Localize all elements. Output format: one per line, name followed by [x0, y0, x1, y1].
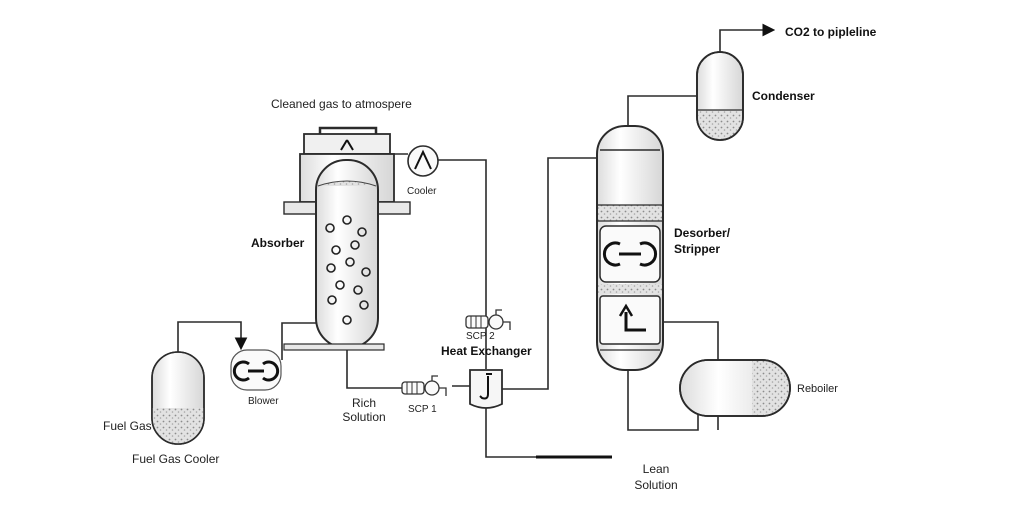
desorber-label: Desorber/ Stripper	[674, 226, 730, 257]
absorber-label: Absorber	[251, 236, 305, 250]
pipe-cooler-hx	[438, 159, 487, 369]
pipe-desorber-reboiler	[627, 370, 699, 431]
pipe-co2-out	[719, 23, 776, 52]
condenser-vessel	[696, 51, 744, 141]
rich-solution-label: Rich Solution	[338, 396, 390, 425]
scp2-pump	[465, 309, 511, 330]
heat-exchanger-label: Heat Exchanger	[441, 344, 532, 358]
pipe-blower-absorber	[281, 322, 316, 360]
fuel-gas-cooler-label: Fuel Gas Cooler	[132, 452, 220, 466]
reboiler-vessel	[679, 359, 791, 417]
lean-label-line1: Lean	[642, 462, 670, 476]
rich-label-line2: Solution	[342, 410, 386, 425]
condenser-label: Condenser	[752, 89, 815, 103]
co2-pipeline-label: CO2 to pipleline	[785, 25, 877, 39]
fuel-gas-vessel	[151, 351, 205, 445]
cooler-unit	[407, 145, 439, 177]
cleaned-gas-label: Cleaned gas to atmospere	[271, 97, 412, 111]
desorber-label-line1: Desorber/	[674, 226, 731, 240]
absorber-column	[283, 126, 411, 351]
desorber-label-line2: Stripper	[674, 242, 721, 257]
reboiler-label: Reboiler	[797, 383, 838, 395]
scp1-pump	[401, 375, 447, 396]
scp1-label: SCP 1	[408, 404, 437, 415]
fuel-gas-label: Fuel Gas	[103, 419, 152, 433]
pipe-desorber-condenser	[627, 95, 697, 126]
blower-unit	[230, 349, 282, 391]
pipe-hx-desorber	[502, 157, 597, 390]
pipe-lean-return	[485, 404, 612, 458]
rich-label-line1: Rich	[351, 396, 376, 410]
cooler-label: Cooler	[407, 186, 437, 197]
lean-label-line2: Solution	[634, 478, 678, 493]
desorber-column	[596, 125, 664, 371]
pipe-absorber-rich	[346, 345, 402, 389]
lean-solution-label: Lean Solution	[626, 462, 686, 493]
heat-exchanger-unit	[469, 369, 503, 409]
blower-label: Blower	[248, 396, 279, 407]
pipe-fuelgas-blower	[177, 321, 248, 352]
scp2-label: SCP 2	[466, 331, 495, 342]
